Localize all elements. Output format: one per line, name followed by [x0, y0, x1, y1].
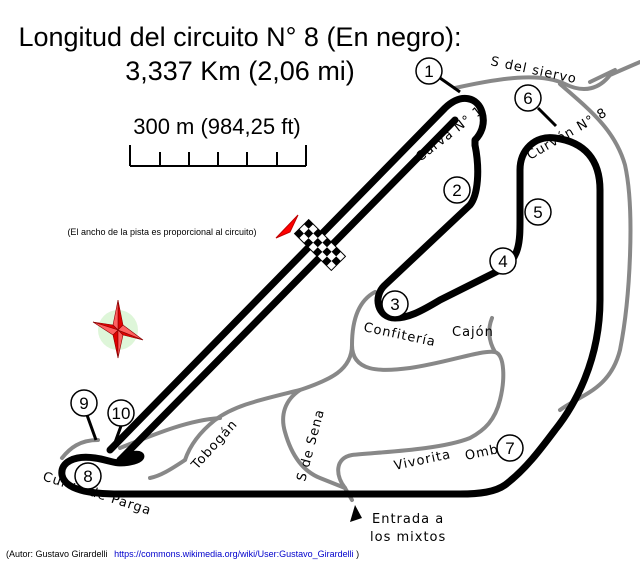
turn-number-1: 1: [424, 62, 433, 81]
label-s-del-siervo: S del siervo: [489, 54, 578, 87]
turn-number-7: 7: [505, 439, 514, 458]
label-curvon-n8: Curvón N° 8: [525, 105, 611, 163]
credit-close: ): [356, 549, 359, 559]
turn-number-10: 10: [112, 404, 131, 423]
label-s-de-sena: S de Sena: [294, 407, 328, 483]
turn-marker-1: 1: [415, 57, 461, 94]
credit-line: (Autor: Gustavo Girardelli https://commo…: [6, 549, 359, 559]
compass-rose-icon: [92, 299, 144, 359]
turn-number-6: 6: [523, 89, 532, 108]
label-tobogan: Tobogán: [188, 417, 241, 473]
turn-marker-7: 7: [496, 434, 524, 462]
turn-markers: 1 2 3 4 5 6 7 8: [70, 57, 558, 490]
label-cajon: Cajón: [452, 325, 494, 340]
turn-number-3: 3: [390, 295, 399, 314]
turn-marker-4: 4: [489, 247, 517, 275]
turn-number-9: 9: [79, 394, 88, 413]
turn-marker-5: 5: [524, 198, 552, 226]
turn-marker-10: 10: [107, 399, 135, 449]
other-layouts: [60, 60, 640, 502]
turn-number-8: 8: [83, 467, 92, 486]
turn-number-4: 4: [498, 252, 507, 271]
main-circuit: [58, 95, 604, 498]
title-line-1: Longitud del circuito N° 8 (En negro):: [18, 22, 461, 52]
checkered-flag: [293, 218, 347, 272]
credit-link[interactable]: https://commons.wikimedia.org/wiki/User:…: [114, 549, 354, 559]
title-line-2: 3,337 Km (2,06 mi): [125, 56, 355, 86]
scale-label: 300 m (984,25 ft): [133, 114, 301, 139]
entrada-pointer-icon: [350, 505, 362, 522]
label-confiteria: Confitería: [362, 320, 437, 350]
turn-marker-6: 6: [514, 84, 558, 128]
scale-bar: [129, 145, 307, 167]
direction-arrow-icon: [275, 214, 299, 239]
label-entrada-line-2: los mixtos: [370, 530, 446, 545]
turn-number-2: 2: [452, 181, 461, 200]
credit-author: (Autor: Gustavo Girardelli: [6, 549, 108, 559]
turn-marker-9: 9: [70, 389, 98, 441]
label-entrada-line-1: Entrada a: [372, 512, 444, 527]
turn-marker-8: 8: [74, 462, 102, 490]
turn-number-5: 5: [533, 203, 542, 222]
track-width-note: (El ancho de la pista es proporcional al…: [67, 227, 256, 237]
turn-marker-2: 2: [443, 176, 471, 204]
turn-marker-3: 3: [381, 290, 409, 318]
